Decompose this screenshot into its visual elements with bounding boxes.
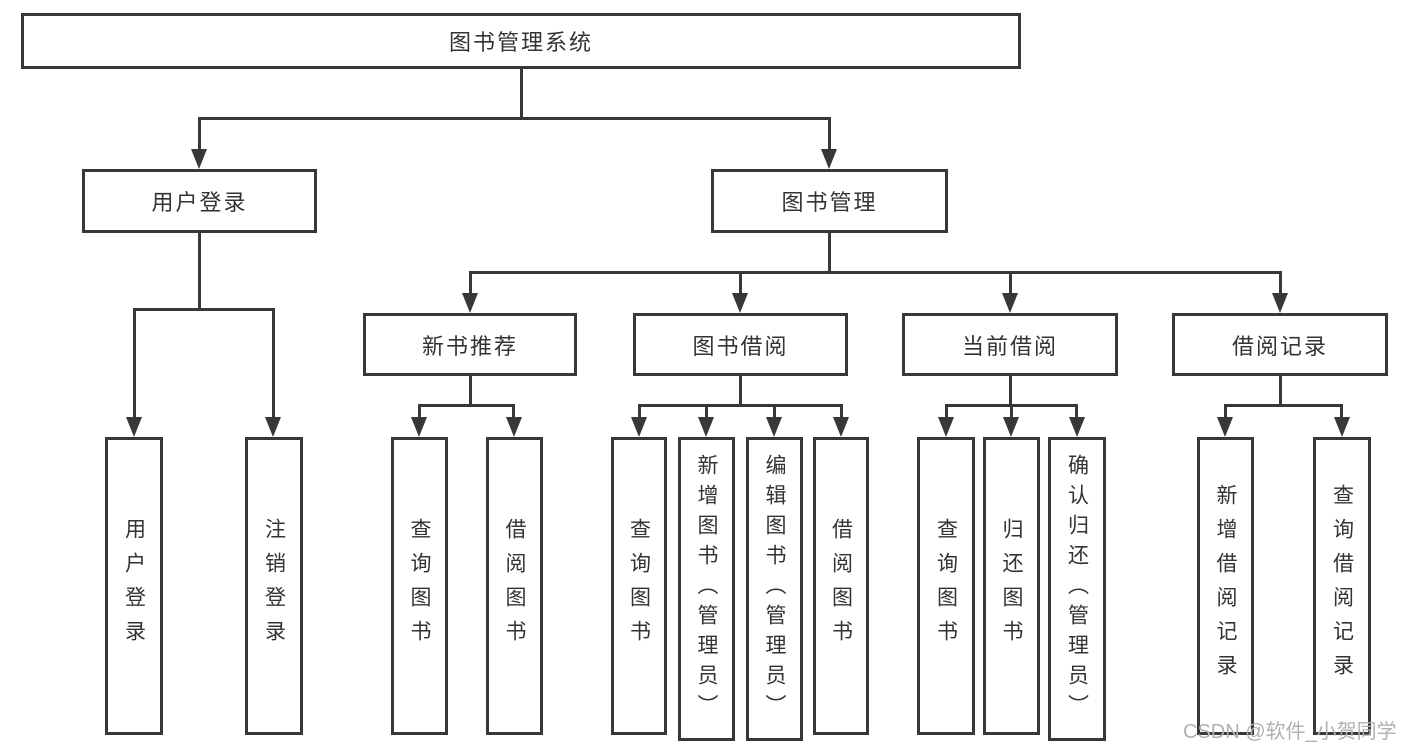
connector-line: [198, 117, 831, 120]
arrow-down-icon: [1003, 417, 1019, 437]
leaf-add-borrow-record: 新增借阅记录: [1197, 437, 1254, 735]
connector-line: [828, 117, 831, 151]
arrow-down-icon: [833, 417, 849, 437]
node-label: 查询图书: [627, 518, 651, 654]
leaf-user-login: 用户登录: [105, 437, 163, 735]
arrow-down-icon: [1334, 417, 1350, 437]
arrow-down-icon: [191, 149, 207, 169]
leaf-add-books-admin: 新增图书（管理员）: [678, 437, 735, 741]
node-label: 编辑图书（管理员）: [763, 454, 786, 724]
connector-line: [945, 404, 948, 419]
node-label: 注销登录: [262, 518, 286, 654]
connector-line: [1340, 404, 1343, 419]
node-new-book-recommend: 新书推荐: [363, 313, 577, 376]
connector-line: [1009, 271, 1012, 295]
arrow-down-icon: [732, 293, 748, 313]
node-book-borrowing: 图书借阅: [633, 313, 848, 376]
node-user-login: 用户登录: [82, 169, 317, 233]
node-borrowing-records: 借阅记录: [1172, 313, 1388, 376]
node-book-management: 图书管理: [711, 169, 948, 233]
connector-line: [272, 308, 275, 419]
leaf-borrow-books-borrowing: 借阅图书: [813, 437, 869, 735]
node-label: 查询图书: [934, 518, 958, 654]
leaf-query-books-recommend: 查询图书: [391, 437, 448, 735]
node-label: 用户登录: [122, 518, 146, 654]
node-label: 借阅图书: [503, 518, 526, 654]
connector-line: [773, 404, 776, 419]
connector-line: [739, 271, 742, 295]
node-label: 确认归还（管理员）: [1065, 454, 1089, 724]
arrow-down-icon: [411, 417, 427, 437]
arrow-down-icon: [766, 417, 782, 437]
connector-line: [1224, 404, 1343, 407]
node-label: 新增借阅记录: [1214, 484, 1237, 688]
leaf-borrow-books-recommend: 借阅图书: [486, 437, 543, 735]
connector-line: [1279, 376, 1282, 407]
arrow-down-icon: [1002, 293, 1018, 313]
node-label: 查询借阅记录: [1330, 484, 1354, 688]
connector-line: [840, 404, 843, 419]
arrow-down-icon: [462, 293, 478, 313]
connector-line: [739, 376, 742, 407]
leaf-edit-books-admin: 编辑图书（管理员）: [746, 437, 803, 741]
node-library-system: 图书管理系统: [21, 13, 1021, 69]
arrow-down-icon: [698, 417, 714, 437]
node-label: 新增图书（管理员）: [695, 454, 718, 724]
connector-line: [198, 117, 201, 151]
leaf-confirm-return-admin: 确认归还（管理员）: [1048, 437, 1106, 741]
connector-line: [1010, 404, 1013, 419]
connector-line: [1224, 404, 1227, 419]
node-current-borrowing: 当前借阅: [902, 313, 1118, 376]
node-label: 归还图书: [1000, 518, 1023, 654]
connector-line: [1279, 271, 1282, 295]
arrow-down-icon: [1272, 293, 1288, 313]
arrow-down-icon: [938, 417, 954, 437]
connector-line: [133, 308, 136, 419]
connector-line: [520, 69, 523, 120]
arrow-down-icon: [265, 417, 281, 437]
node-label: 查询图书: [408, 518, 431, 654]
watermark-text: CSDN @软件_小贺同学: [1183, 721, 1397, 743]
arrow-down-icon: [126, 417, 142, 437]
arrow-down-icon: [506, 417, 522, 437]
leaf-return-books: 归还图书: [983, 437, 1040, 735]
connector-line: [418, 404, 515, 407]
connector-line: [133, 308, 274, 311]
connector-line: [469, 376, 472, 407]
arrow-down-icon: [1069, 417, 1085, 437]
connector-line: [1075, 404, 1078, 419]
node-label: 借阅图书: [829, 518, 853, 654]
connector-line: [638, 404, 842, 407]
leaf-query-borrow-record: 查询借阅记录: [1313, 437, 1371, 735]
arrow-down-icon: [1217, 417, 1233, 437]
connector-line: [828, 233, 831, 274]
connector-line: [198, 233, 201, 311]
leaf-query-books-borrowing: 查询图书: [611, 437, 667, 735]
connector-line: [469, 271, 472, 295]
connector-line: [705, 404, 708, 419]
arrow-down-icon: [821, 149, 837, 169]
connector-line: [512, 404, 515, 419]
connector-line: [469, 271, 1281, 274]
arrow-down-icon: [631, 417, 647, 437]
leaf-logout: 注销登录: [245, 437, 303, 735]
connector-line: [638, 404, 641, 419]
connector-line: [1009, 376, 1012, 407]
connector-line: [418, 404, 421, 419]
leaf-query-books-current: 查询图书: [917, 437, 975, 735]
